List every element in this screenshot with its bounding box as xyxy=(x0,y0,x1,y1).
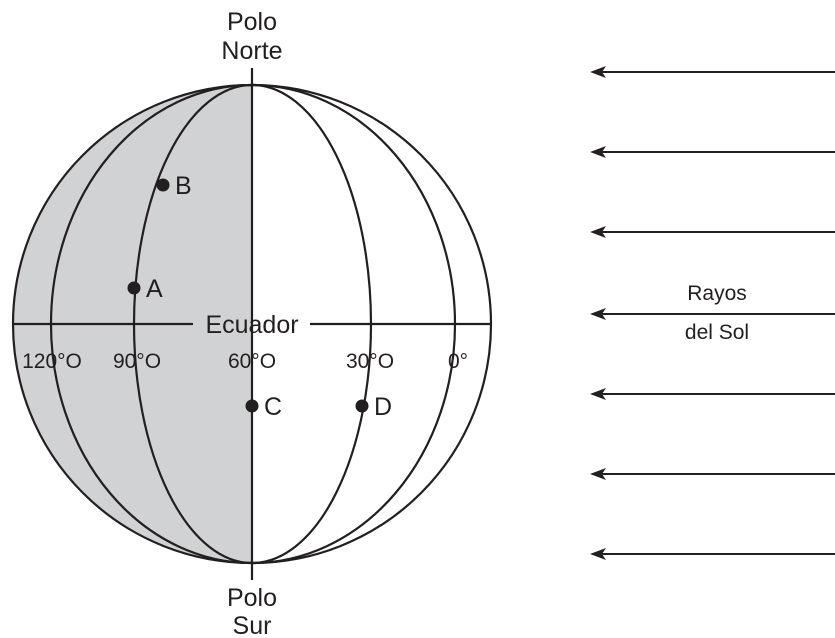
sun-ray-arrow-3 xyxy=(590,226,835,238)
longitude-label-120w: 120°O xyxy=(22,350,82,373)
sun-ray-arrow-7 xyxy=(590,548,835,560)
south-pole-label-line2: Sur xyxy=(233,612,272,638)
sun-rays-label-line1: Rayos xyxy=(687,282,747,305)
sun-ray-arrow-4 xyxy=(590,308,835,320)
point-c-label: C xyxy=(264,393,282,421)
point-b-label: B xyxy=(175,172,192,200)
equator-label: Ecuador xyxy=(205,311,298,339)
point-d-marker xyxy=(356,400,369,413)
sun-rays-label-line2: del Sol xyxy=(685,321,749,344)
longitude-label-60w: 60°O xyxy=(228,350,276,373)
sun-ray-arrow-1 xyxy=(590,66,835,78)
sun-ray-arrow-6 xyxy=(590,468,835,480)
sun-ray-arrow-2 xyxy=(590,146,835,158)
point-b-marker xyxy=(157,179,170,192)
point-a-marker xyxy=(128,282,141,295)
sun-ray-arrows xyxy=(590,66,835,560)
point-d-label: D xyxy=(374,393,392,421)
north-pole-label-line2: Norte xyxy=(221,37,282,65)
longitude-label-90w: 90°O xyxy=(113,350,161,373)
longitude-label-30w: 30°O xyxy=(346,350,394,373)
longitude-label-0: 0° xyxy=(448,350,468,373)
north-pole-label-line1: Polo xyxy=(227,8,277,36)
south-pole-label-line1: Polo xyxy=(227,584,277,612)
point-c-marker xyxy=(246,400,259,413)
point-a-label: A xyxy=(146,275,163,303)
sun-ray-arrow-5 xyxy=(590,388,835,400)
